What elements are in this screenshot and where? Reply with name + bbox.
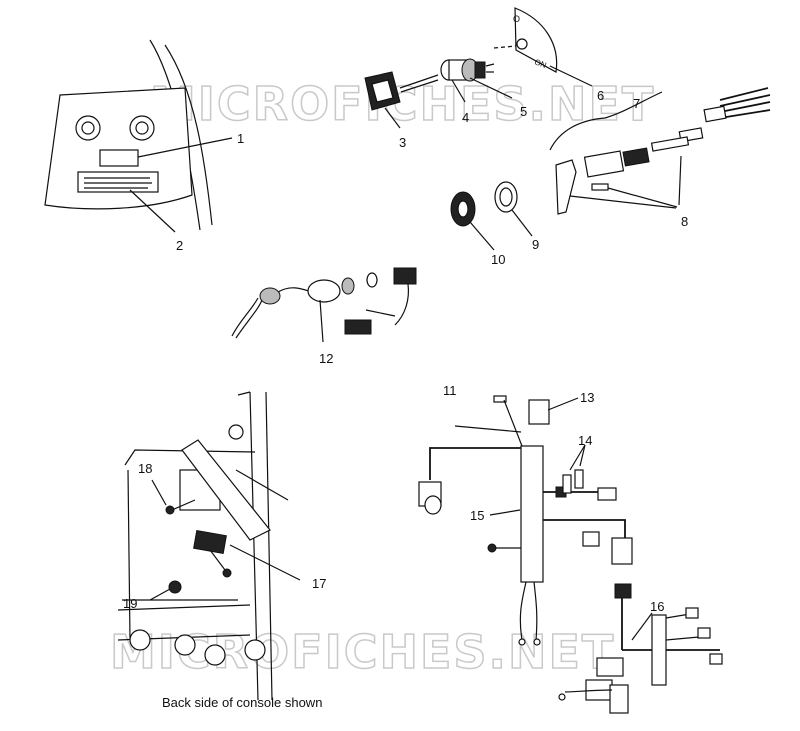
callout-18: 18	[138, 461, 152, 476]
callout-1: 1	[237, 131, 244, 146]
leader-2	[129, 189, 176, 233]
throttle-switch-assembly	[450, 87, 771, 251]
callout-19: 19	[123, 596, 137, 611]
callout-7: 7	[633, 96, 640, 111]
watermark-top: MICROFICHES.NET	[150, 77, 655, 131]
callout-2: 2	[176, 238, 183, 253]
console-back-view	[117, 391, 301, 701]
callout-15: 15	[470, 508, 484, 523]
key-switch-harness	[231, 267, 417, 343]
callout-5: 5	[520, 104, 527, 119]
main-harness	[418, 395, 723, 714]
panel-label	[77, 171, 159, 193]
plate-off-label: O	[513, 14, 520, 24]
diagram-caption: Back side of console shown	[162, 695, 322, 710]
callout-14: 14	[578, 433, 592, 448]
panel-decal	[99, 149, 139, 167]
callout-13: 13	[580, 390, 594, 405]
key-switch-assembly: O ON	[364, 7, 593, 129]
dash-panel	[44, 39, 233, 233]
watermark-bottom: MICROFICHES.NET	[110, 625, 615, 679]
callout-11: 11	[443, 383, 457, 398]
callout-12: 12	[319, 351, 333, 366]
callout-6: 6	[597, 88, 604, 103]
callout-8: 8	[681, 214, 688, 229]
plate-on-label: ON	[533, 57, 548, 70]
callout-3: 3	[399, 135, 406, 150]
leader-1	[137, 137, 233, 158]
callout-9: 9	[532, 237, 539, 252]
callout-16: 16	[650, 599, 664, 614]
callout-4: 4	[462, 110, 469, 125]
callout-17: 17	[312, 576, 326, 591]
callout-10: 10	[491, 252, 505, 267]
